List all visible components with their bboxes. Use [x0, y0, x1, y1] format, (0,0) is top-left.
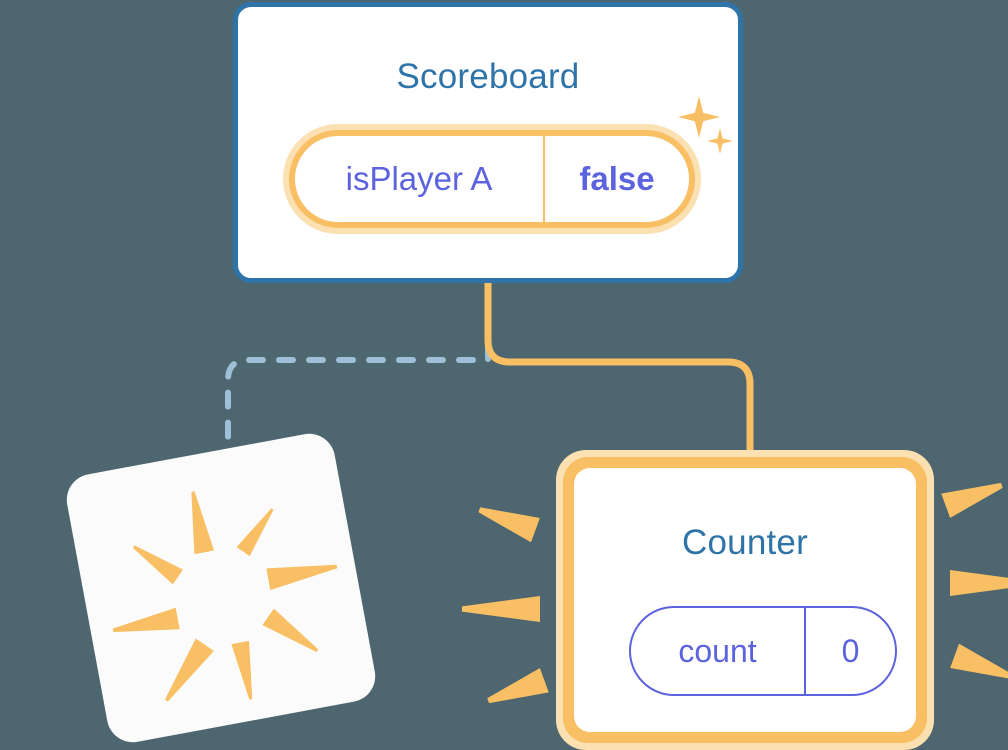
burst-ray	[262, 609, 323, 659]
burst-ray	[183, 490, 214, 555]
scoreboard-state-value: false	[579, 160, 655, 197]
scoreboard-state-pill[interactable]: isPlayer A false	[283, 124, 701, 234]
burst-ray	[266, 556, 339, 590]
scoreboard-title: Scoreboard	[396, 57, 580, 96]
burst-ray	[111, 608, 180, 642]
counter-state-pill[interactable]: count 0	[629, 606, 897, 696]
scoreboard-state-key: isPlayer A	[295, 136, 545, 222]
counter-burst-ray	[462, 596, 540, 622]
counter-burst-ray	[950, 570, 1008, 596]
burst-ray	[128, 539, 183, 584]
counter-burst-ray	[950, 644, 1008, 689]
burst-ray	[236, 504, 279, 556]
burst-ray	[231, 641, 259, 701]
counter-burst-ray	[475, 497, 540, 542]
burst-card[interactable]	[62, 429, 380, 747]
counter-state-value: 0	[841, 632, 860, 669]
scoreboard-pill-highlight-halo	[283, 124, 701, 234]
counter-title: Counter	[682, 523, 808, 562]
counter-card-body[interactable]: Counter count 0	[574, 468, 916, 732]
counter-state-key: count	[631, 608, 806, 694]
counter-burst-ray	[941, 473, 1006, 518]
connector-solid-scoreboard-to-counter	[484, 283, 754, 458]
scoreboard-card[interactable]: Scoreboard isPlayer A false	[233, 2, 743, 283]
counter-burst-ray	[484, 668, 549, 713]
burst-ray-group	[62, 429, 329, 479]
scoreboard-pill-body[interactable]: isPlayer A false	[289, 130, 695, 228]
counter-card[interactable]: Counter count 0	[556, 450, 934, 750]
burst-ray	[157, 638, 214, 707]
